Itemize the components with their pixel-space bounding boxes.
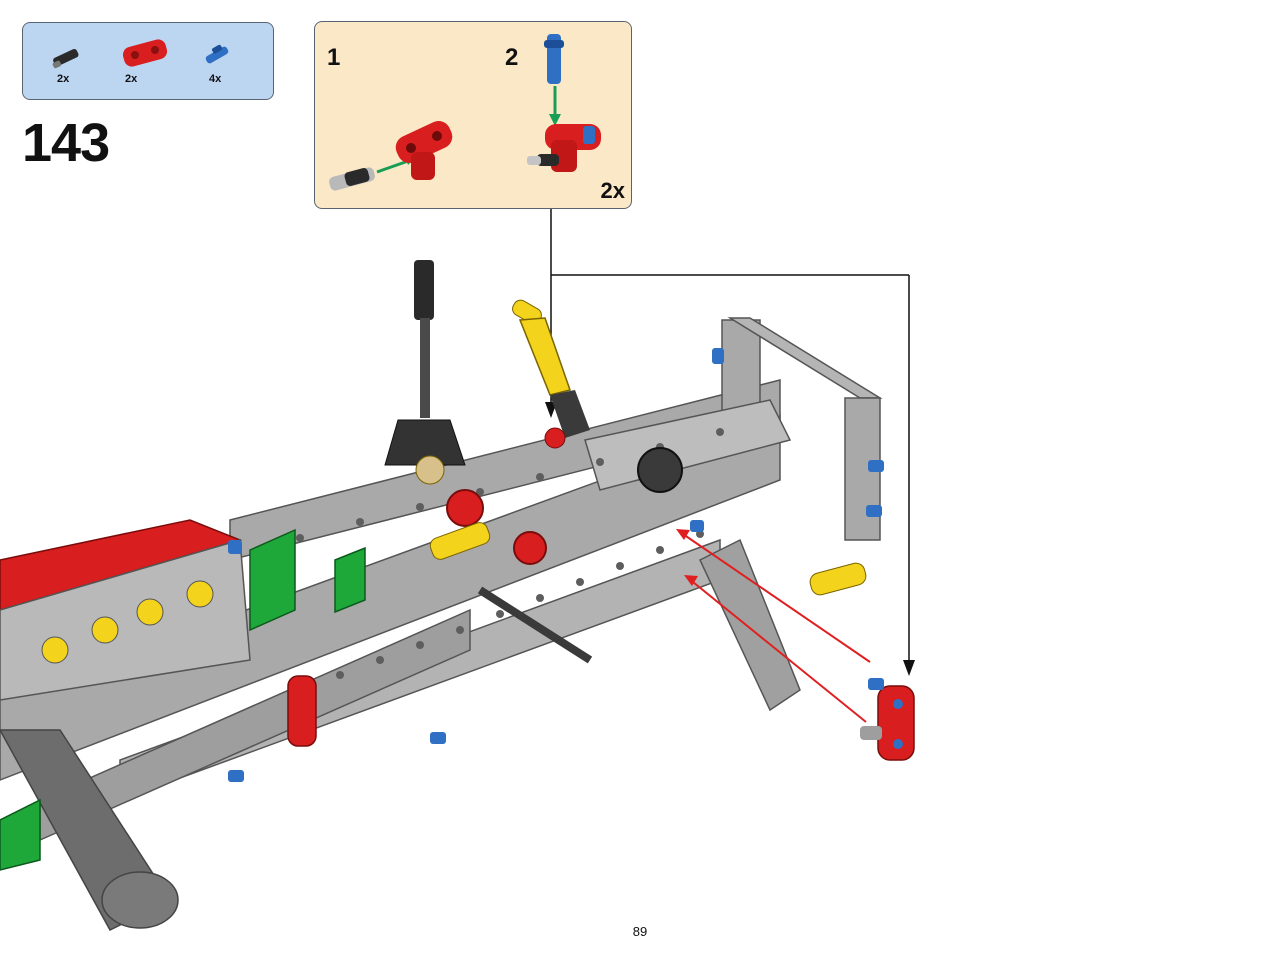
blue-pins [228, 348, 884, 782]
substep-1-label: 1 [327, 44, 341, 71]
step-number: 143 [22, 113, 110, 173]
substep-1-illustration [329, 121, 453, 191]
blue-axle-pin-icon [205, 44, 229, 64]
insertion-arrows [679, 531, 871, 723]
beam-holes [296, 428, 724, 694]
callout-multiplier: 2x [600, 178, 625, 203]
page-number: 89 [632, 924, 648, 939]
subassembly-callout: 1 2 2x [314, 21, 632, 209]
shock-absorber [512, 299, 590, 449]
part-count-black-pin: 2x [57, 73, 70, 85]
attached-red-blocks [287, 675, 915, 761]
drive-shaft [477, 586, 593, 664]
chassis-frame [0, 317, 883, 931]
yellow-connector [809, 562, 867, 596]
red-cross-block-icon [122, 39, 168, 67]
substep-2-illustration [527, 34, 601, 172]
black-friction-pin-icon [52, 48, 79, 69]
insertion-arrow-head-2 [684, 575, 698, 586]
gearbox-gears [415, 447, 683, 565]
substep-2-label: 2 [505, 44, 519, 71]
part-count-red-block: 2x [125, 73, 138, 85]
pointer-arrow-head-right [903, 660, 915, 676]
parts-list: 2x 2x 4x [22, 22, 274, 100]
parts-list-art [52, 39, 229, 69]
engine-block [0, 519, 251, 701]
gear-lever [384, 260, 466, 466]
part-count-blue-pin: 4x [209, 73, 222, 85]
callout-art [329, 34, 601, 191]
green-panels [0, 528, 366, 871]
insertion-arrow-head-1 [676, 529, 690, 540]
